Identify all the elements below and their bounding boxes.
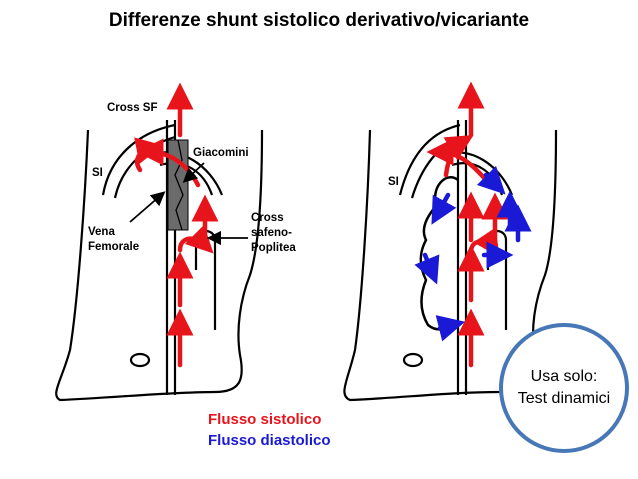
right-diastolic-arrows xyxy=(414,165,532,342)
legend: Flusso sistolico Flusso diastolico xyxy=(208,409,331,451)
slide-title: Differenze shunt sistolico derivativo/vi… xyxy=(108,10,530,31)
left-leg xyxy=(55,120,264,402)
right-leg-outline xyxy=(343,129,558,402)
dynamic-test-badge: Usa solo: Test dinamici xyxy=(499,323,629,453)
legend-systolic: Flusso sistolico xyxy=(208,411,322,428)
label-cross-safeno-poplitea: Cross safeno- Poplitea xyxy=(251,212,296,254)
label-vena-femorale: Vena Femorale xyxy=(88,226,140,253)
left-leg-outline xyxy=(55,129,264,402)
badge-line-1: Usa solo: xyxy=(530,368,598,385)
label-cross-sf: Cross SF xyxy=(107,102,158,114)
label-giacomini: Giacomini xyxy=(193,147,249,159)
left-systolic-arrows xyxy=(134,82,219,368)
badge-line-2: Test dinamici xyxy=(517,390,611,407)
legend-diastolic: Flusso diastolico xyxy=(208,432,331,449)
label-si-right: SI xyxy=(388,176,399,188)
label-pointers xyxy=(129,162,248,246)
label-si-left: SI xyxy=(92,167,103,179)
